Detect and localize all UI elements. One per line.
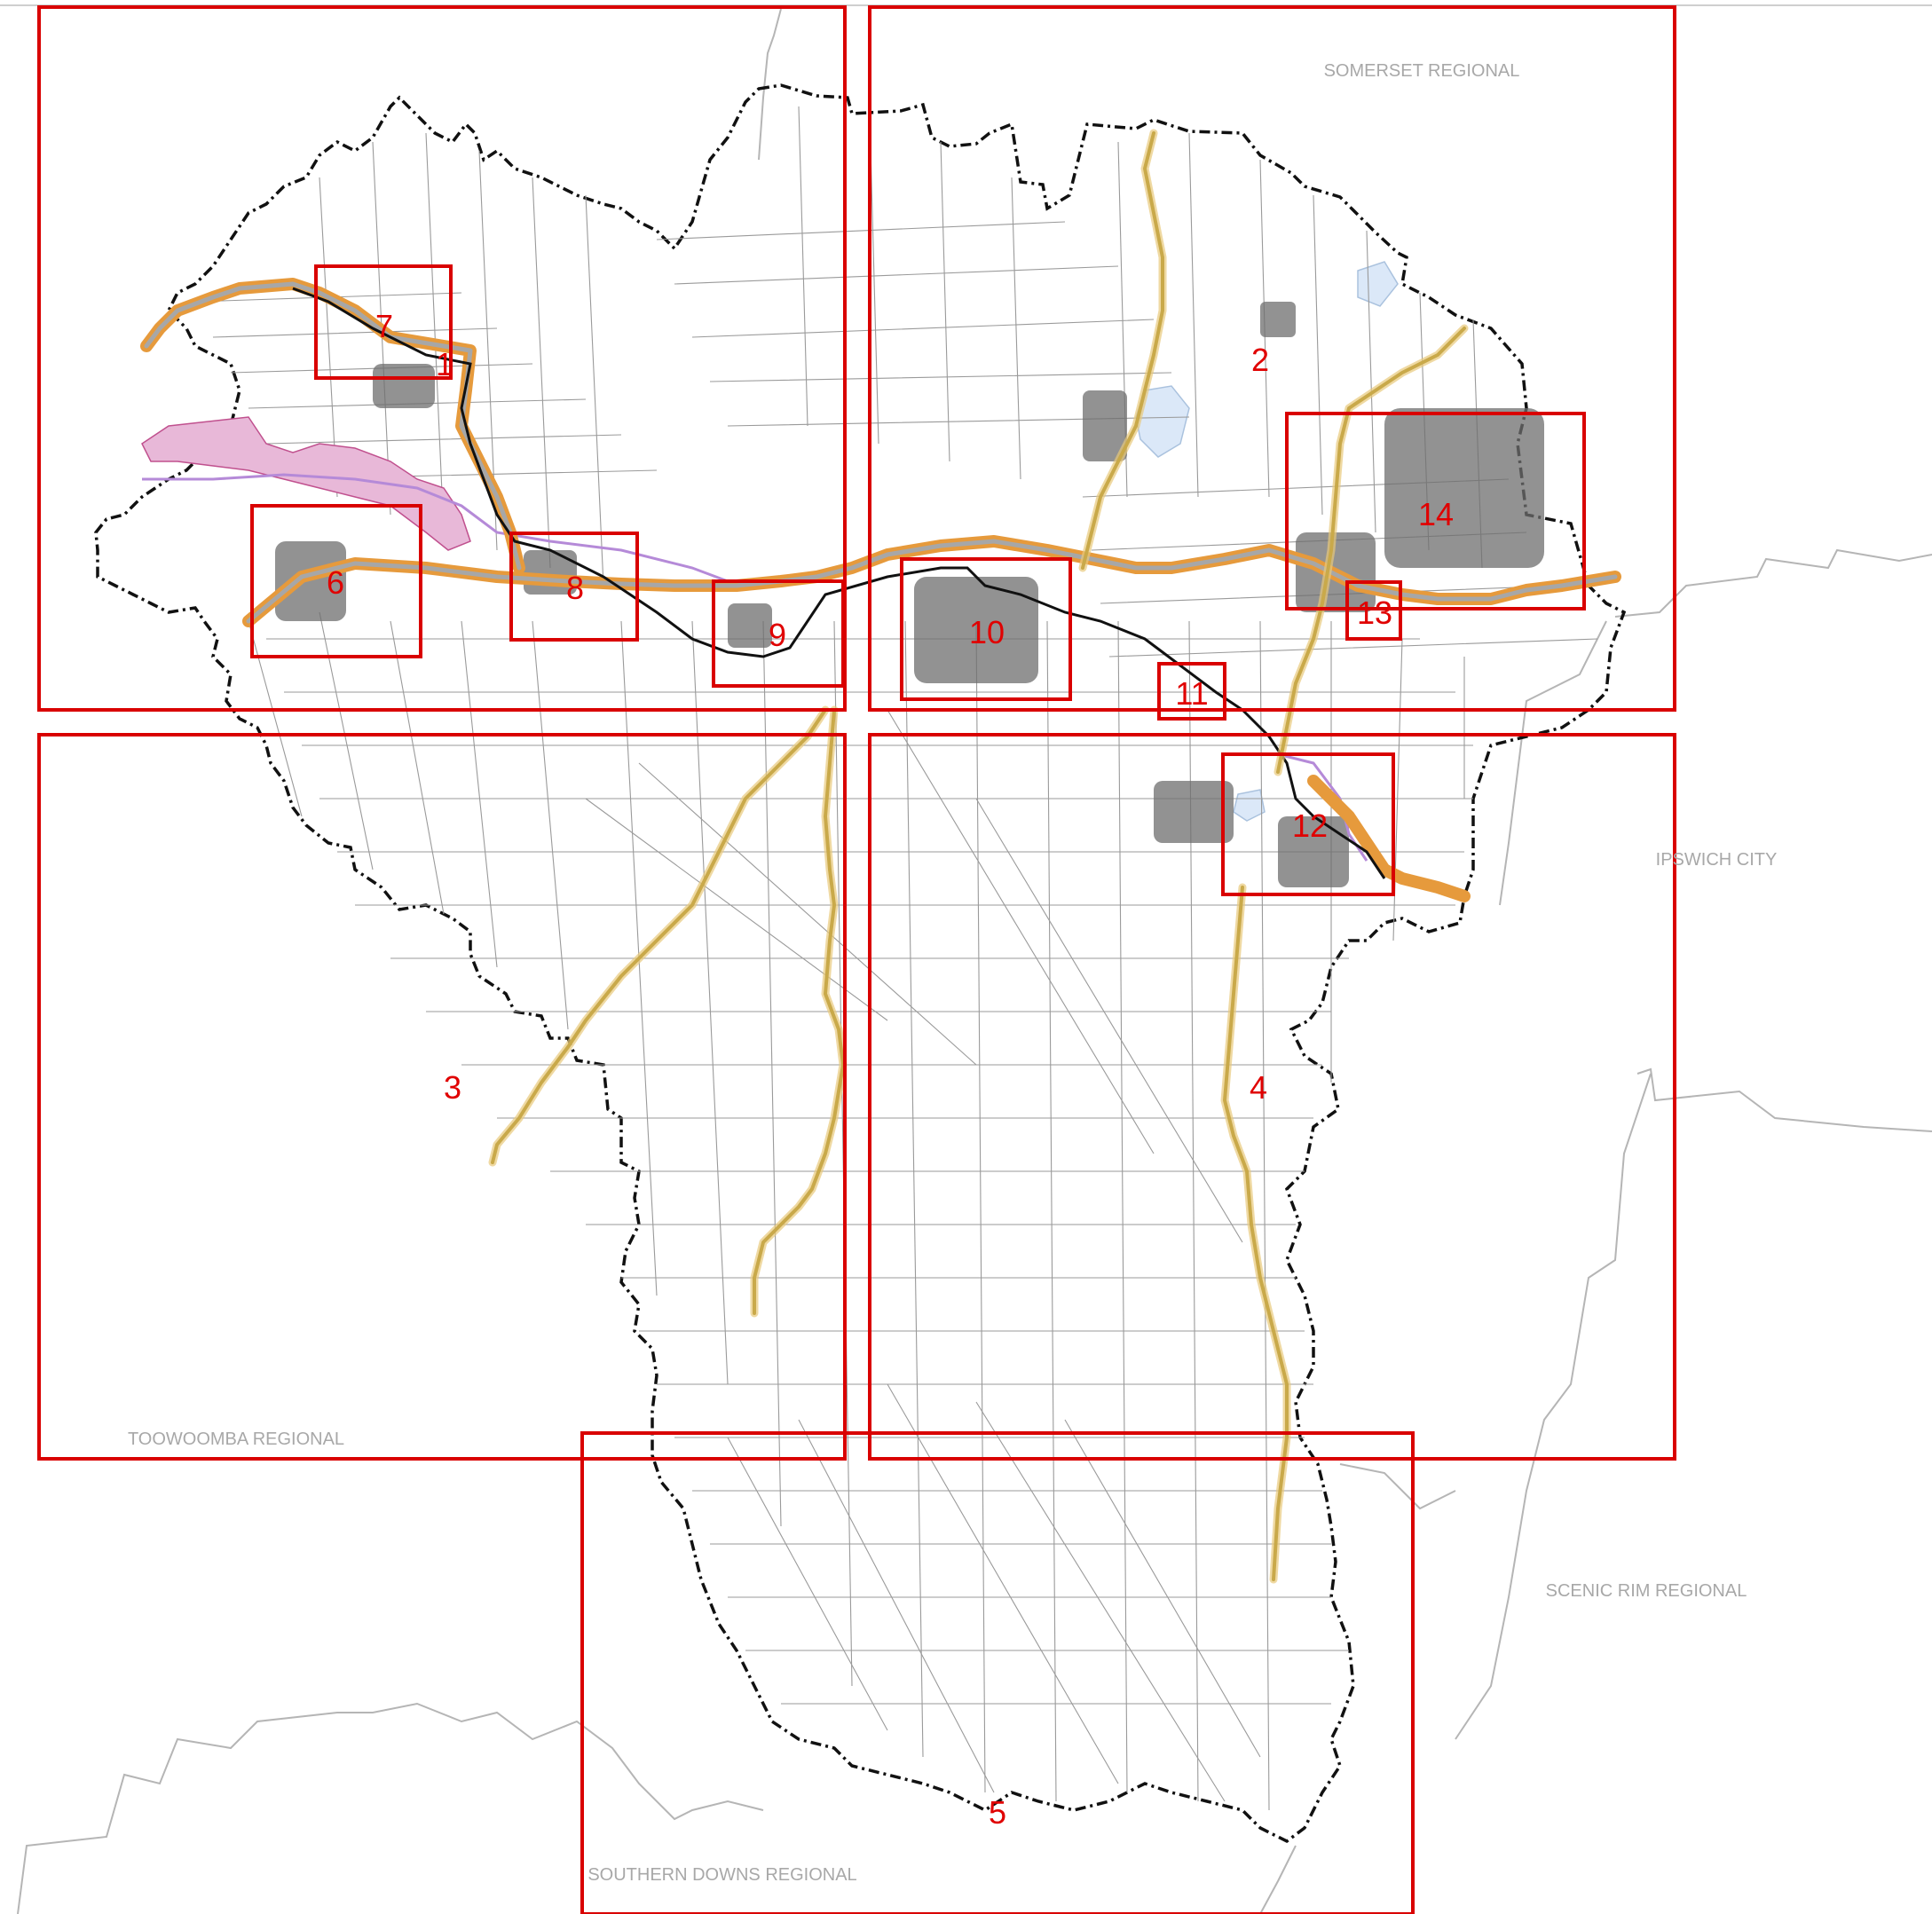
map-sheet-frames xyxy=(37,5,1676,1914)
sheet-number-6: 6 xyxy=(327,564,344,601)
lga-boundaries xyxy=(17,8,1932,1914)
sheet-frame-3 xyxy=(37,733,847,1461)
region-label-toowoomba: TOOWOOMBA REGIONAL xyxy=(128,1430,344,1449)
pink-zone xyxy=(141,416,471,551)
region-label-scenic-rim: SCENIC RIM REGIONAL xyxy=(1546,1581,1747,1601)
sheet-number-3: 3 xyxy=(444,1069,461,1106)
urban-areas xyxy=(275,302,1544,887)
region-labels: SOMERSET REGIONAL IPSWICH CITY SCENIC RI… xyxy=(128,61,1777,1885)
sheet-number-1: 1 xyxy=(436,346,453,382)
sheet-number-5: 5 xyxy=(989,1794,1006,1831)
sheet-number-9: 9 xyxy=(769,617,786,653)
main-roads xyxy=(488,129,1469,1584)
sheet-number-8: 8 xyxy=(566,570,584,606)
sheet-number-11: 11 xyxy=(1175,675,1208,712)
sheet-number-7: 7 xyxy=(375,308,393,344)
sheet-number-12: 12 xyxy=(1292,807,1328,844)
sheet-frame-12 xyxy=(1221,752,1395,896)
sheet-number-14: 14 xyxy=(1418,496,1454,532)
region-label-somerset: SOMERSET REGIONAL xyxy=(1324,61,1520,81)
sheet-frame-2 xyxy=(868,5,1676,712)
sheet-number-2: 2 xyxy=(1251,342,1269,378)
map-sheet-numbers: 1 2 3 4 5 6 7 8 9 10 11 12 13 14 xyxy=(327,308,1454,1831)
sheet-frame-14 xyxy=(1285,412,1586,610)
region-label-southern-downs: SOUTHERN DOWNS REGIONAL xyxy=(587,1865,856,1885)
sheet-frame-7 xyxy=(314,264,453,380)
sheet-number-13: 13 xyxy=(1357,595,1392,631)
sheet-frame-8 xyxy=(509,532,639,642)
region-label-ipswich: IPSWICH CITY xyxy=(1656,850,1778,870)
water-bodies xyxy=(1135,261,1399,822)
sheet-number-4: 4 xyxy=(1250,1069,1267,1106)
sheet-frame-9 xyxy=(712,579,845,688)
sheet-frame-6 xyxy=(250,504,422,658)
sheet-frame-11 xyxy=(1157,662,1226,721)
sheet-frame-1 xyxy=(37,5,847,712)
sheet-frame-5 xyxy=(580,1431,1415,1914)
sheet-number-10: 10 xyxy=(969,614,1005,650)
sheet-frame-4 xyxy=(868,733,1676,1461)
sheet-frame-10 xyxy=(900,557,1072,701)
